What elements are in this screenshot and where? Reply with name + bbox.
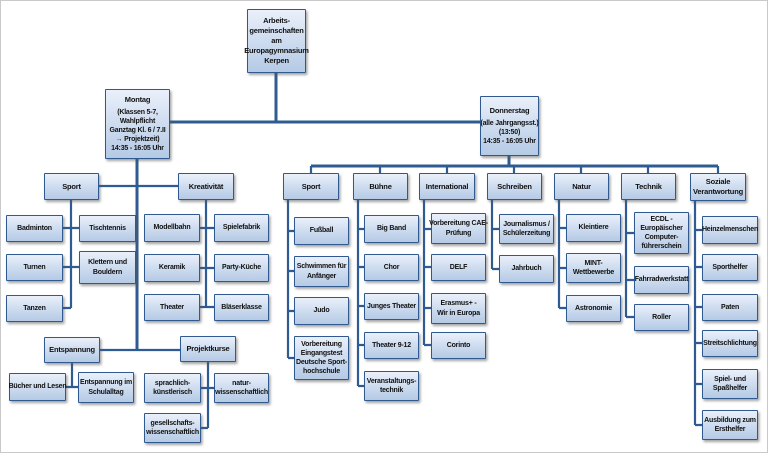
donnerstag-title: Donnerstag: [489, 105, 530, 115]
node-naturwissenschaftlich: natur- wissenschaftlich: [214, 373, 269, 403]
node-erasmus-wir-in-europa: Erasmus+ - Wir in Europa: [431, 293, 486, 324]
node-tanzen: Tanzen: [6, 295, 63, 322]
node-donnerstag: Donnerstag (alle Jahrgangsst.) (13:50) 1…: [480, 96, 539, 156]
group-schreiben: Schreiben: [487, 173, 542, 200]
group-montag-sport: Sport: [44, 173, 99, 200]
node-astronomie: Astronomie: [566, 295, 621, 322]
node-spielefabrik: Spielefabrik: [214, 214, 269, 242]
node-ecdl-computerfuehrerschein: ECDL - Europäischer Computer- führersche…: [634, 212, 689, 254]
node-vorbereitung-cae-pruefung: Vorbereitung CAE- Prüfung: [429, 213, 488, 244]
node-blaeserklasse: Bläserklasse: [214, 294, 269, 321]
node-theater: Theater: [144, 294, 200, 321]
node-keramik: Keramik: [144, 254, 200, 282]
node-jahrbuch: Jahrbuch: [499, 255, 554, 283]
node-corinto: Corinto: [431, 332, 486, 359]
montag-title: Montag: [124, 94, 151, 104]
group-natur: Natur: [554, 173, 609, 200]
node-ausbildung-zum-ersthelfer: Ausbildung zum Ersthelfer: [702, 410, 758, 440]
node-buecher-und-lesen: Bücher und Lesen: [9, 373, 67, 401]
node-montag: Montag (Klassen 5-7, Wahlpflicht Ganztag…: [105, 89, 170, 159]
group-donnerstag-sport: Sport: [283, 173, 339, 200]
donnerstag-details: (alle Jahrgangsst.) (13:50) 14:35 - 16:0…: [480, 119, 539, 145]
node-roller: Roller: [634, 304, 689, 331]
node-chor: Chor: [364, 254, 419, 281]
node-mint-wettbewerbe: MINT- Wettbewerbe: [566, 253, 621, 283]
node-sprachlich-kuenstlerisch: sprachlich- künstlerisch: [144, 373, 201, 403]
group-entspannung: Entspannung: [44, 337, 100, 363]
group-international: International: [419, 173, 475, 200]
node-badminton: Badminton: [6, 215, 63, 242]
node-big-band: Big Band: [364, 215, 419, 243]
group-buehne: Bühne: [353, 173, 408, 200]
node-klettern-und-bouldern: Klettern und Bouldern: [79, 251, 136, 284]
node-fahrradwerkstatt: Fahrradwerkstatt: [634, 266, 689, 294]
node-junges-theater: Junges Theater: [364, 293, 419, 320]
node-party-kueche: Party-Küche: [214, 254, 269, 282]
node-paten: Paten: [702, 294, 758, 321]
montag-details: (Klassen 5-7, Wahlpflicht Ganztag Kl. 6 …: [109, 108, 166, 153]
node-delf: DELF: [431, 254, 486, 281]
node-theater-9-12: Theater 9-12: [364, 332, 419, 359]
node-fussball: Fußball: [294, 217, 349, 245]
node-root: Arbeits- gemeinschaften am Europagymnasi…: [244, 9, 309, 73]
node-sporthelfer: Sporthelfer: [702, 254, 758, 281]
node-tischtennis: Tischtennis: [79, 215, 136, 242]
node-streitschlichtung: Streitschlichtung: [702, 330, 758, 357]
node-journalismus-schuelerzeitung: Journalismus / Schülerzeitung: [499, 214, 554, 244]
node-veranstaltungstechnik: Veranstaltungs- technik: [364, 371, 419, 401]
group-projektkurse: Projektkurse: [180, 336, 236, 362]
node-spiel-und-spasshelfer: Spiel- und Spaßhelfer: [702, 369, 758, 399]
node-gesellschaftswissenschaftlich: gesellschafts- wissenschaftlich: [144, 413, 201, 443]
node-vorbereitung-eingangstest-sporthochschule: Vorbereitung Eingangstest Deutsche Sport…: [294, 336, 349, 380]
group-kreativitaet: Kreativität: [178, 173, 234, 200]
node-modellbahn: Modellbahn: [144, 214, 200, 242]
node-judo: Judo: [294, 297, 349, 325]
node-kleintiere: Kleintiere: [566, 214, 621, 242]
group-technik: Technik: [621, 173, 676, 200]
node-heinzelmenschen: Heinzelmenschen: [702, 216, 758, 244]
node-schwimmen-fuer-anfaenger: Schwimmen für Anfänger: [294, 256, 349, 287]
node-turnen: Turnen: [6, 254, 63, 281]
node-entspannung-im-schulalltag: Entspannung im Schulalltag: [78, 372, 134, 403]
group-soziale-verantwortung: Soziale Verantwortung: [690, 173, 746, 201]
